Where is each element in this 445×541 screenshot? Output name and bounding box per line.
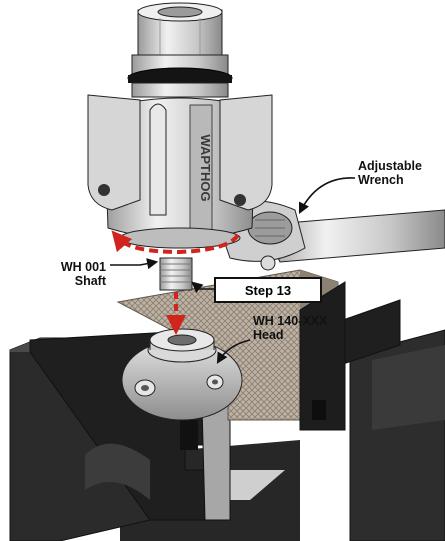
head-leader	[216, 339, 251, 364]
shaft-component	[159, 257, 193, 291]
head-label: WH 140-XXX Head	[253, 314, 328, 342]
bench-vise	[9, 269, 445, 541]
brand-mark: WAPTHOG	[198, 134, 213, 201]
step-label: Step 13	[214, 277, 322, 303]
shaft-label: WH 001 Shaft	[60, 260, 106, 288]
head-component	[121, 328, 243, 421]
step-leader	[191, 281, 214, 294]
wrench-label: Adjustable Wrench	[358, 159, 422, 187]
rotation-arrow	[111, 230, 240, 255]
shaft-leader	[110, 258, 159, 270]
upper-body-assembly	[87, 2, 273, 249]
wrench-leader	[298, 177, 356, 215]
